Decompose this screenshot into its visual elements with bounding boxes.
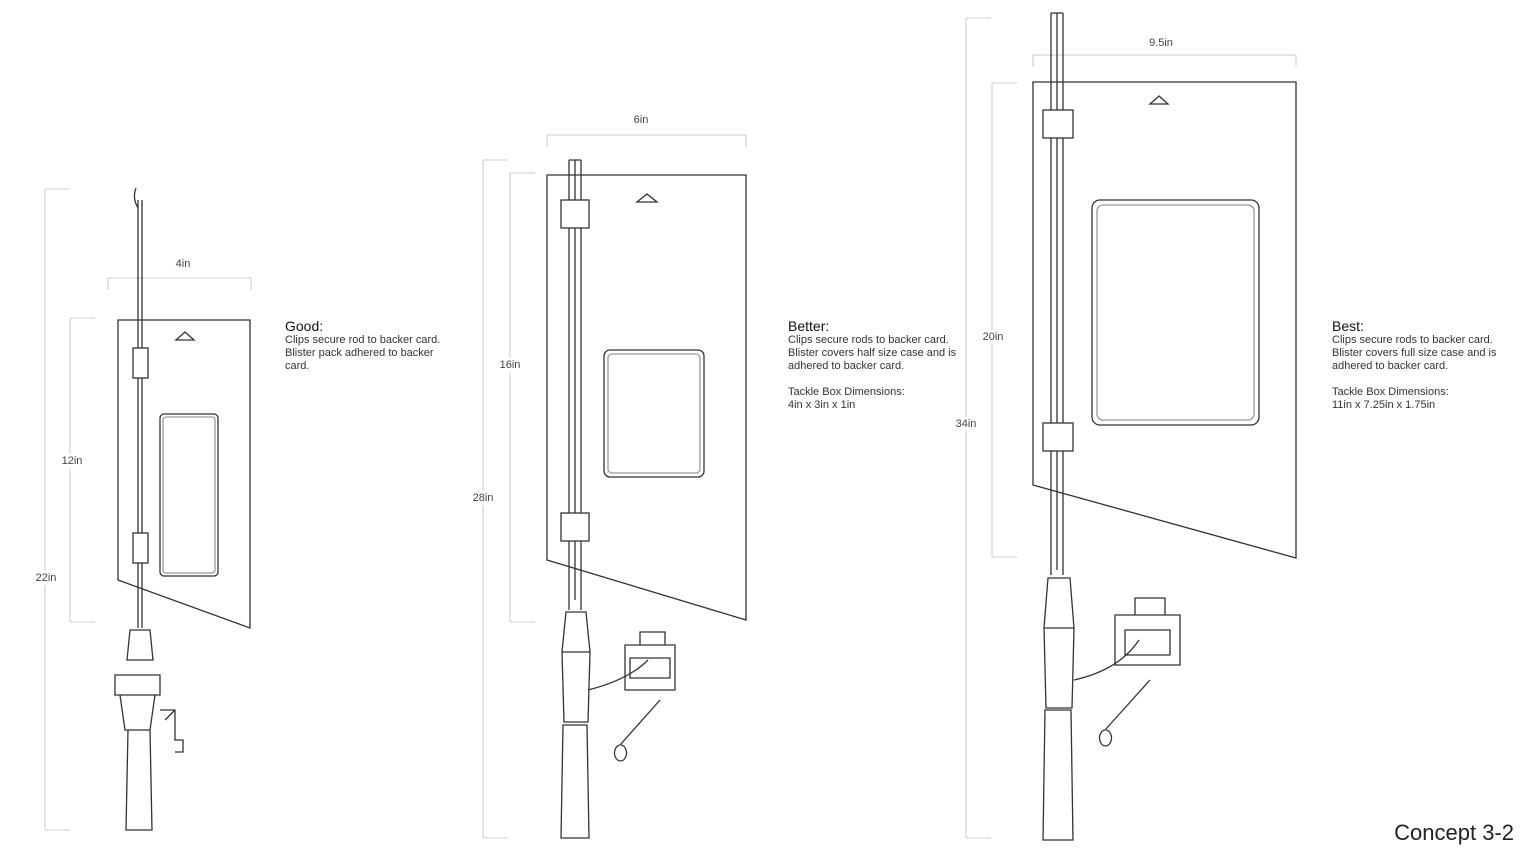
better-overall-length: 28in: [472, 491, 494, 505]
handle: [1042, 577, 1075, 841]
better-tackle-label: Tackle Box Dimensions:: [788, 386, 905, 398]
blister-pack: [603, 349, 705, 478]
better-title: Better:: [788, 318, 830, 334]
good-description: Clips secure rod to backer card. Blister…: [285, 334, 441, 372]
good-package-drawing: [114, 187, 251, 831]
clip: [132, 532, 149, 564]
clip: [560, 199, 590, 229]
best-overall-length: 34in: [955, 417, 977, 431]
dimension-lines: [44, 17, 1297, 839]
best-tackle-dims: 11in x 7.25in x 1.75in: [1332, 399, 1436, 411]
reel: [1073, 597, 1181, 747]
clip: [132, 347, 149, 379]
clip: [1042, 422, 1074, 452]
good-overall-length: 22in: [35, 571, 57, 585]
clip: [560, 512, 590, 542]
hang-hole: [635, 193, 659, 203]
good-card-width: 4in: [175, 257, 191, 271]
blister-pack: [1091, 199, 1260, 426]
reel: [587, 631, 676, 762]
rod: [1050, 12, 1064, 575]
better-description: Clips secure rods to backer card. Bliste…: [788, 334, 957, 372]
blister-pack: [159, 413, 219, 577]
good-description-block: Good: Clips secure rod to backer card. B…: [285, 318, 445, 386]
concept-label: Concept 3-2: [1394, 820, 1514, 845]
handle: [114, 629, 161, 831]
best-tackle-label: Tackle Box Dimensions:: [1332, 386, 1449, 398]
rod: [568, 159, 582, 610]
good-title: Good:: [285, 318, 324, 334]
better-card-width: 6in: [633, 113, 649, 127]
hang-hole: [1148, 95, 1170, 105]
best-description: Clips secure rods to backer card. Bliste…: [1332, 334, 1497, 372]
good-card-height: 12in: [61, 454, 83, 468]
better-tackle-dims: 4in x 3in x 1in: [788, 399, 856, 411]
backer-card: [1032, 81, 1297, 559]
handle: [560, 611, 591, 839]
better-card-height: 16in: [499, 358, 521, 372]
backer-card: [546, 174, 747, 621]
better-description-block: Better: Clips secure rods to backer card…: [788, 318, 960, 412]
clip: [1042, 109, 1074, 139]
hang-hole: [174, 331, 196, 341]
best-card-width: 9.5in: [1149, 36, 1173, 50]
best-card-height: 20in: [982, 330, 1004, 344]
best-package-drawing: [1032, 12, 1297, 841]
backer-card: [117, 319, 251, 629]
best-description-block: Best: Clips secure rods to backer card. …: [1332, 318, 1510, 412]
best-title: Best:: [1332, 318, 1364, 334]
reel: [160, 709, 184, 753]
better-package-drawing: [546, 159, 747, 839]
